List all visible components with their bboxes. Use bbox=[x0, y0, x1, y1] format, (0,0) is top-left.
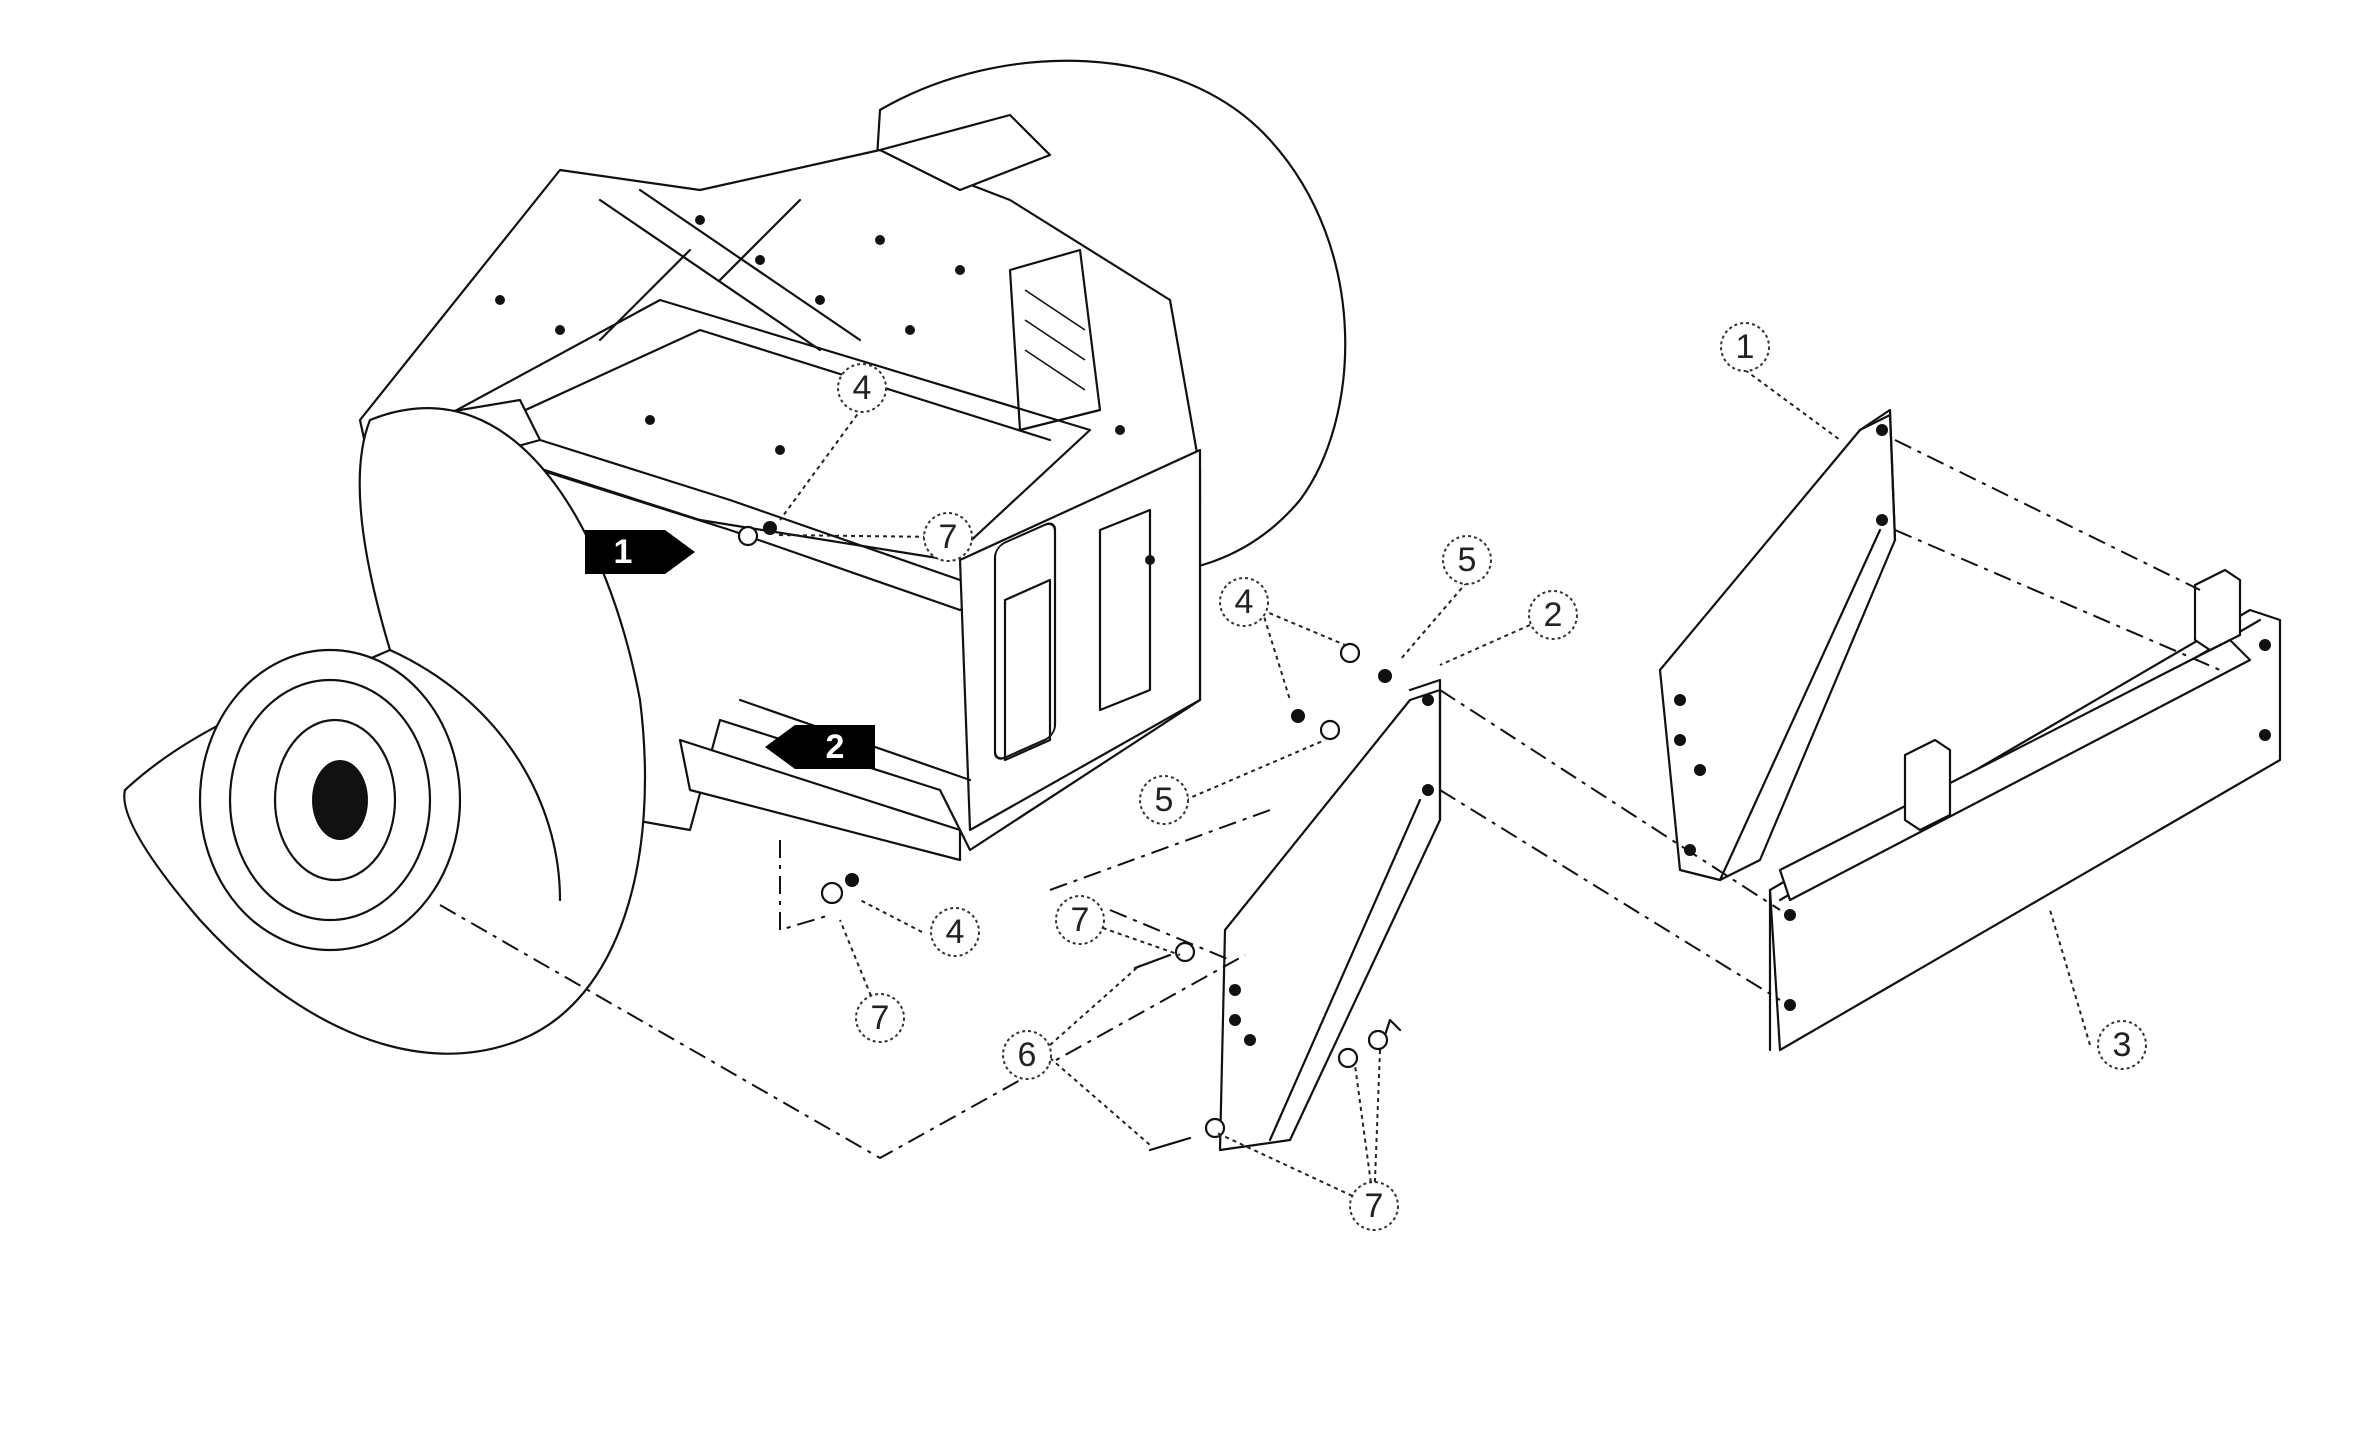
part-1-bracket bbox=[1658, 408, 1897, 882]
callout-3: 3 bbox=[2097, 1020, 2147, 1070]
callout-4-right-label: 4 bbox=[1235, 583, 1254, 621]
alignment-lines bbox=[439, 439, 2221, 1160]
callout-4-right: 4 bbox=[1219, 577, 1269, 627]
callout-5-mid-label: 5 bbox=[1155, 781, 1174, 819]
callout-7-bottom: 7 bbox=[1349, 1181, 1399, 1231]
callout-5-top: 5 bbox=[1442, 535, 1492, 585]
part-2-bracket bbox=[1218, 678, 1442, 1152]
callout-3-label: 3 bbox=[2113, 1026, 2132, 1064]
callout-4-bottom: 4 bbox=[930, 907, 980, 957]
callout-7-left: 7 bbox=[855, 993, 905, 1043]
hardware bbox=[737, 521, 1392, 1152]
callout-1-label: 1 bbox=[1736, 328, 1755, 366]
callout-4-top-label: 4 bbox=[853, 369, 872, 407]
callout-4-top: 4 bbox=[837, 363, 887, 413]
flag-1: 1 bbox=[585, 530, 695, 574]
callout-4-bottom-label: 4 bbox=[946, 913, 965, 951]
callout-2-label: 2 bbox=[1544, 596, 1563, 634]
flag-2-label: 2 bbox=[826, 728, 845, 766]
flag-1-label: 1 bbox=[614, 533, 633, 571]
part-3-bumper bbox=[1768, 568, 2282, 1052]
callout-7-left-label: 7 bbox=[871, 999, 890, 1037]
callout-7-top-label: 7 bbox=[939, 518, 958, 556]
callout-2: 2 bbox=[1528, 590, 1578, 640]
callout-1: 1 bbox=[1720, 322, 1770, 372]
callout-5-top-label: 5 bbox=[1458, 541, 1477, 579]
callout-6-label: 6 bbox=[1018, 1036, 1037, 1074]
flag-2: 2 bbox=[765, 725, 875, 769]
callout-7-mid-label: 7 bbox=[1071, 901, 1090, 939]
callout-7-mid: 7 bbox=[1055, 895, 1105, 945]
callout-7-top: 7 bbox=[923, 512, 973, 562]
callout-5-mid: 5 bbox=[1139, 775, 1189, 825]
callout-7-bottom-label: 7 bbox=[1365, 1187, 1384, 1225]
front-left-tire bbox=[123, 407, 646, 1055]
callout-6: 6 bbox=[1002, 1030, 1052, 1080]
